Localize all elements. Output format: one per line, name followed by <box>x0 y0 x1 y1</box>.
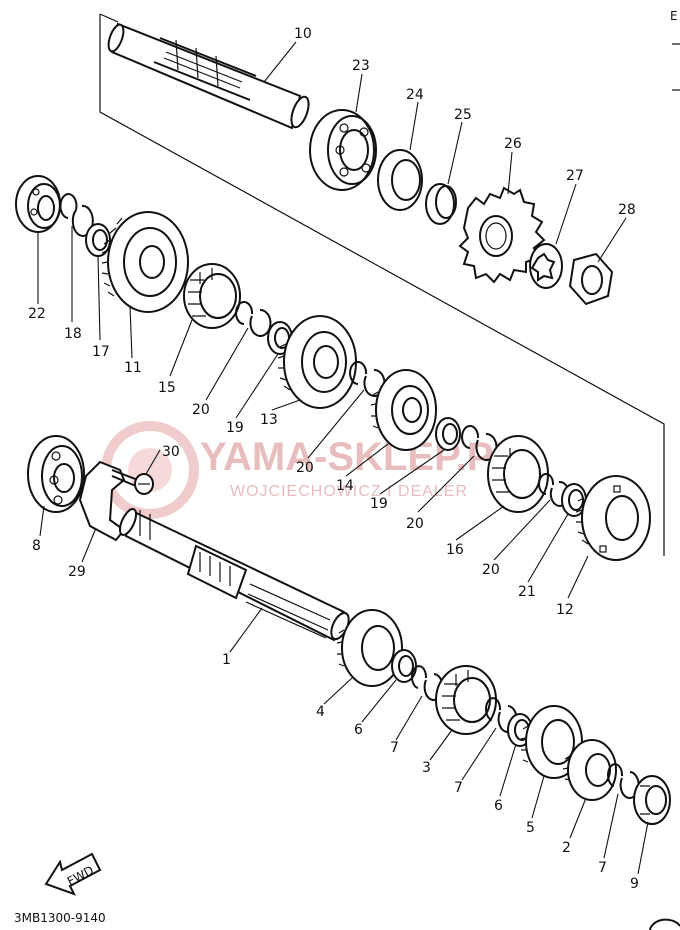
gear-14 <box>370 369 437 451</box>
gear-3 <box>435 665 497 735</box>
part-labels: 10 23 24 25 26 27 28 22 18 17 11 15 20 1… <box>28 26 639 892</box>
watermark-brand: YAMA-SKLEP.PL <box>200 435 518 479</box>
main-axle-1 <box>118 508 350 642</box>
part-label: 23 <box>352 58 370 74</box>
gear-4 <box>336 609 403 687</box>
part-label: 28 <box>618 202 636 218</box>
nut-28 <box>568 252 614 306</box>
part-label: 26 <box>504 136 522 152</box>
part-label: 10 <box>294 26 312 42</box>
leader-lines <box>37 41 649 875</box>
bearing-8 <box>27 435 85 513</box>
collar-25 <box>425 183 457 225</box>
part-label: 20 <box>192 402 210 418</box>
part-label: 18 <box>64 326 82 342</box>
part-label: 19 <box>226 420 244 436</box>
part-label: 29 <box>68 564 86 580</box>
part-label: 9 <box>630 876 639 892</box>
page-corner-mark <box>649 918 680 930</box>
part-label: 14 <box>336 478 354 494</box>
washer-17 <box>85 223 111 257</box>
corner-glyph: E <box>670 9 678 23</box>
oil-seal-24 <box>377 149 423 211</box>
part-label: 7 <box>390 740 399 756</box>
needle-bearing-9 <box>633 775 671 825</box>
corner-marks: E <box>670 9 680 91</box>
part-label: 6 <box>354 722 363 738</box>
part-label: 25 <box>454 107 472 123</box>
part-label: 1 <box>222 652 231 668</box>
assembly-outline <box>99 14 665 556</box>
part-label: 20 <box>296 460 314 476</box>
diagram-code: 3MB1300-9140 <box>14 911 106 925</box>
watermark-subtitle: WOJCIECHOWICZ I DEALER <box>230 483 468 500</box>
part-label: 19 <box>370 496 388 512</box>
part-label: 17 <box>92 344 110 360</box>
part-label: 3 <box>422 760 431 776</box>
part-label: 2 <box>562 840 571 856</box>
part-label: 21 <box>518 584 536 600</box>
part-label: 30 <box>162 444 180 460</box>
screw-30 <box>111 469 154 495</box>
lock-washer-27 <box>529 243 563 289</box>
part-label: 12 <box>556 602 574 618</box>
part-label: 7 <box>598 860 607 876</box>
gear-16 <box>487 435 549 513</box>
gear-2 <box>562 739 617 801</box>
part-label: 22 <box>28 306 46 322</box>
fwd-arrow-icon: FWD <box>44 852 102 896</box>
bearing-22 <box>15 175 61 233</box>
circlip-20-a <box>235 301 272 337</box>
part-label: 11 <box>124 360 142 376</box>
bearing-23 <box>309 109 377 191</box>
part-label: 13 <box>260 412 278 428</box>
part-label: 7 <box>454 780 463 796</box>
gear-12 <box>575 475 651 561</box>
part-label: 20 <box>482 562 500 578</box>
gear-15 <box>183 263 241 329</box>
drive-axle <box>107 22 310 130</box>
part-label: 5 <box>526 820 535 836</box>
part-label: 15 <box>158 380 176 396</box>
part-label: 4 <box>316 704 325 720</box>
part-label: 8 <box>32 538 41 554</box>
gear-11 <box>101 211 189 313</box>
part-label: 27 <box>566 168 584 184</box>
part-label: 16 <box>446 542 464 558</box>
washer-19-b <box>435 417 461 451</box>
part-label: 20 <box>406 516 424 532</box>
part-label: 6 <box>494 798 503 814</box>
part-label: 24 <box>406 87 424 103</box>
